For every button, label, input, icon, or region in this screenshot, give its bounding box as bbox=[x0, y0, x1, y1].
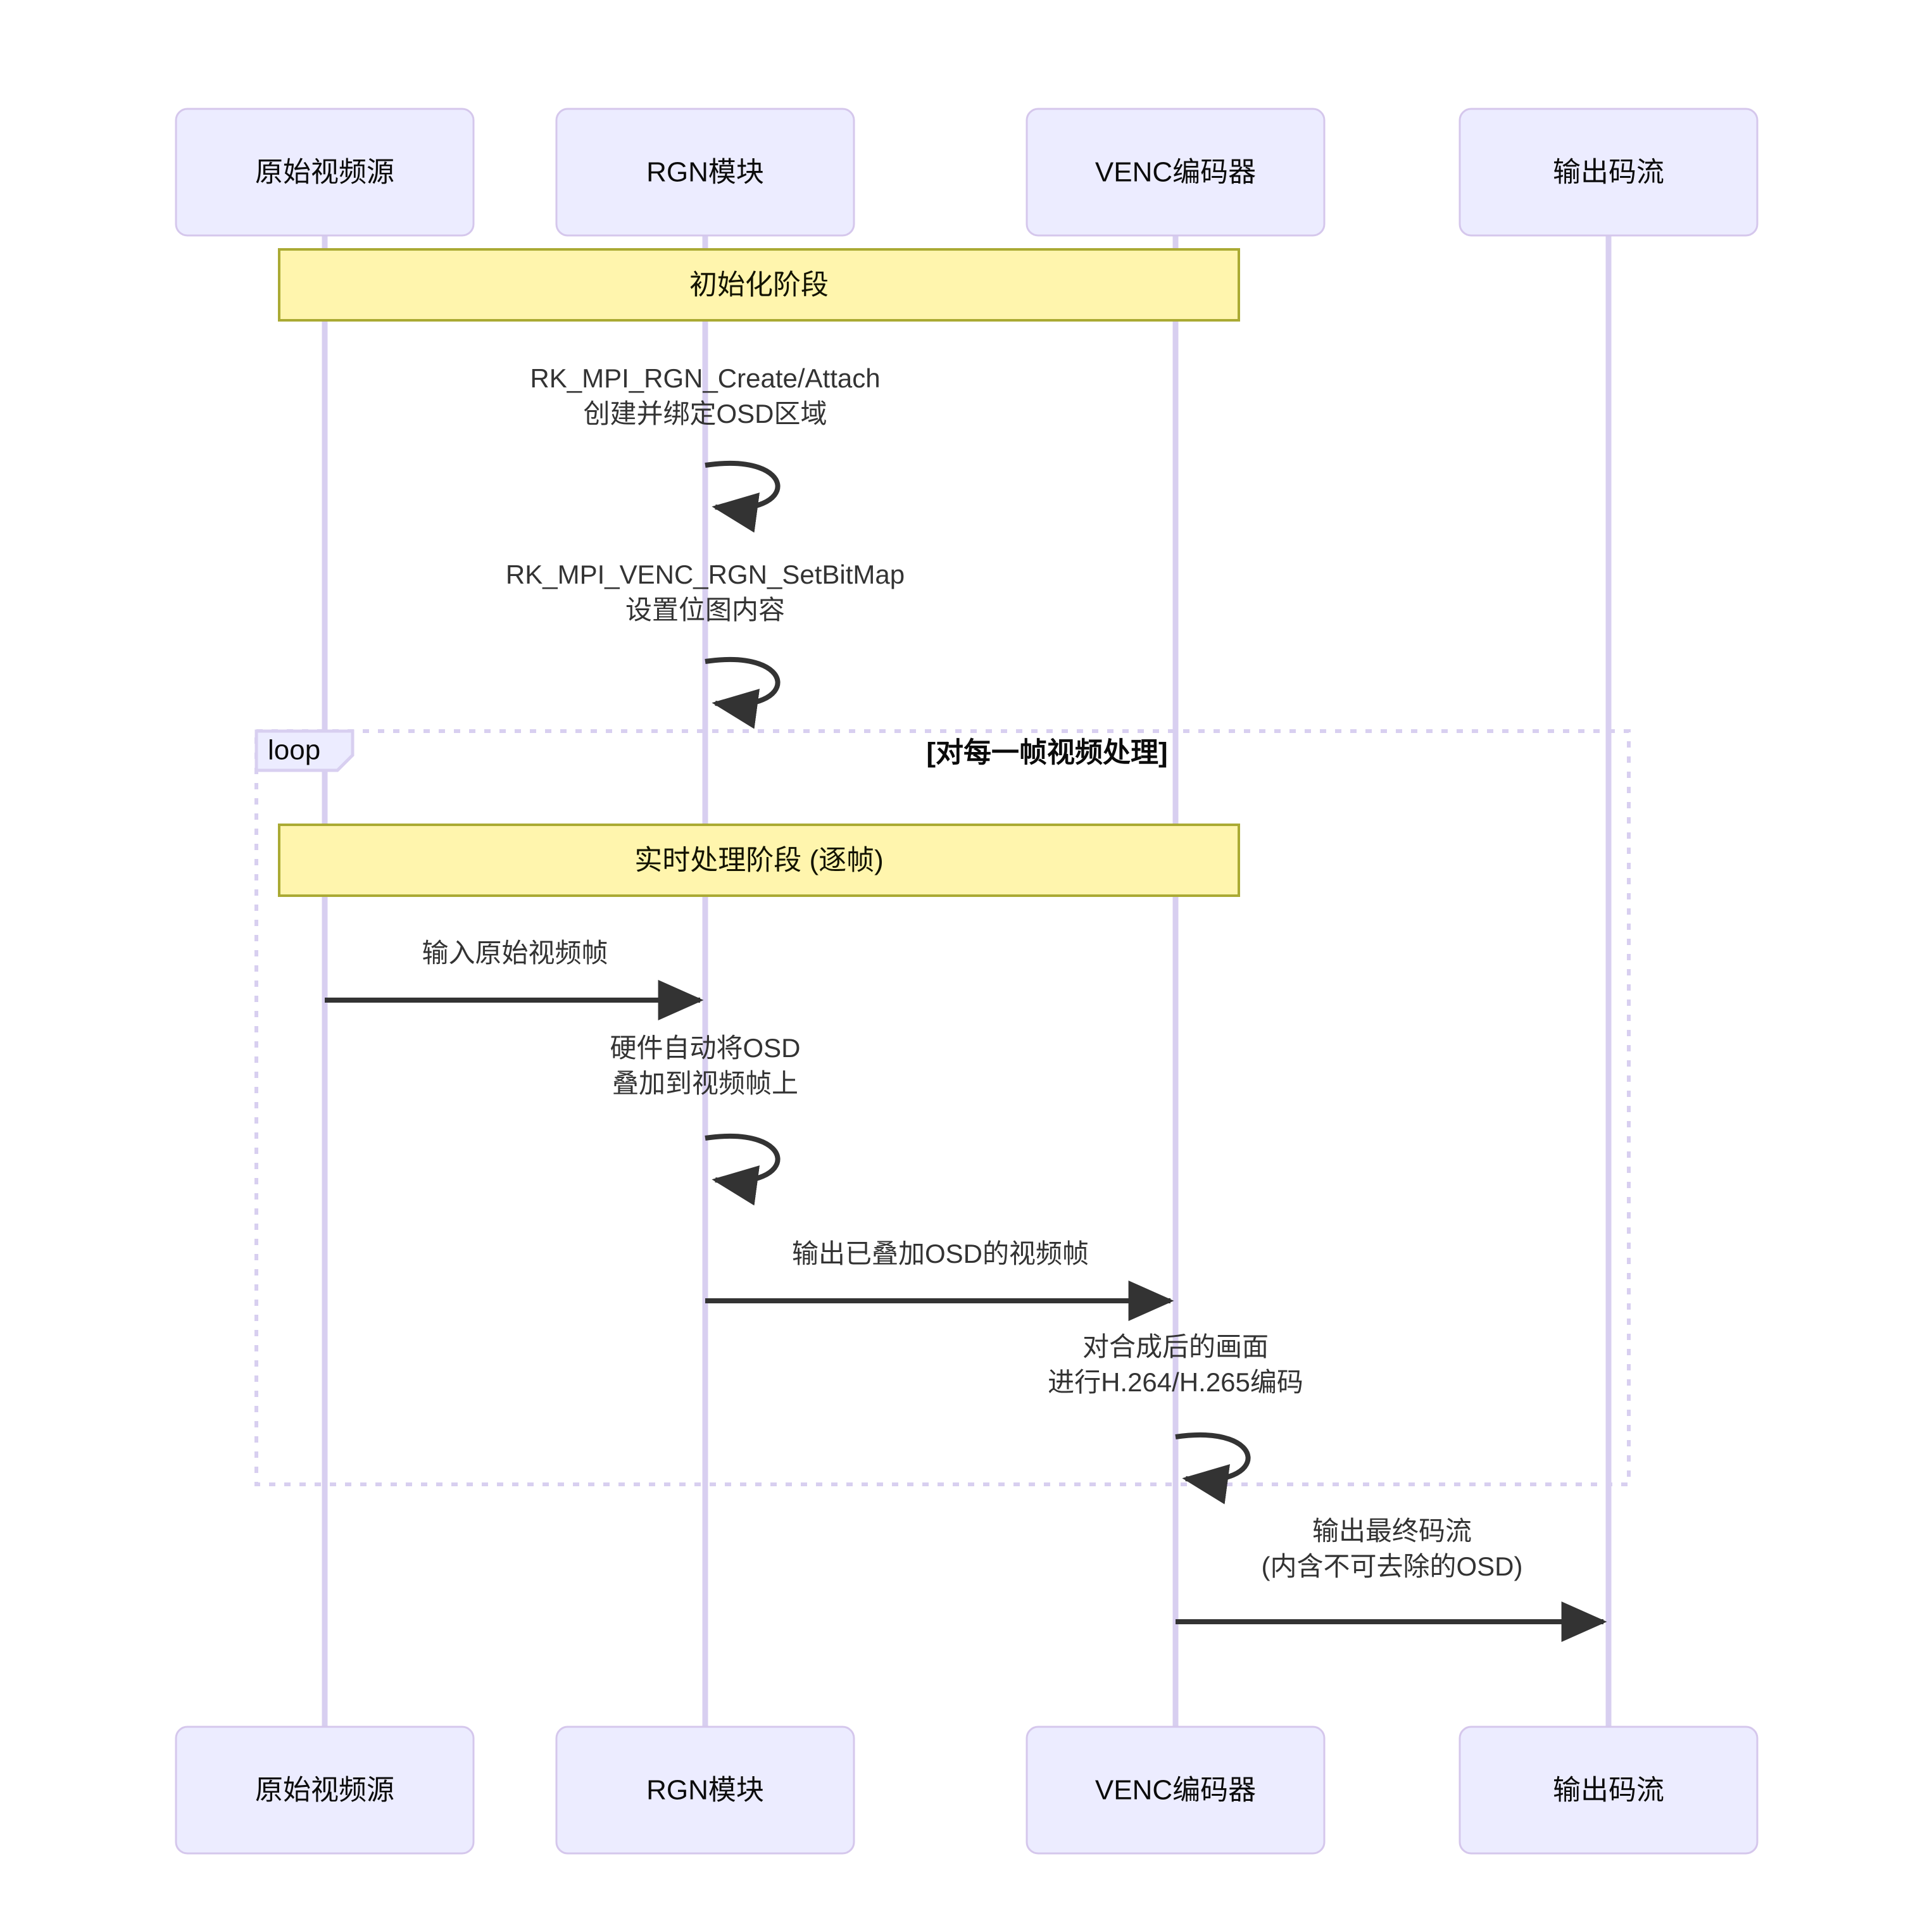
participant-box-venc-top[interactable] bbox=[1026, 108, 1326, 237]
note-init-label: 初始化阶段 bbox=[689, 270, 829, 301]
msg-input-frame-label-line-0: 输入原始视频帧 bbox=[422, 938, 608, 968]
participants-layer: 原始视频源原始视频源RGN模块RGN模块VENC编码器VENC编码器输出码流输出… bbox=[175, 108, 1759, 1855]
note-runtime-label: 实时处理阶段 (逐帧) bbox=[634, 845, 884, 876]
loop-frame-layer: loop [对每一帧视频处理] bbox=[254, 729, 1631, 1486]
loop-tab bbox=[254, 729, 354, 772]
msg-rgn-setbitmap-label-line-0: RK_MPI_VENC_RGN_SetBitMap bbox=[506, 560, 905, 589]
loop-condition-label: [对每一帧视频处理] bbox=[926, 737, 1167, 768]
msg-rgn-create-label-line-0: RK_MPI_RGN_Create/Attach bbox=[530, 363, 880, 393]
msg-input-frame: 输入原始视频帧 bbox=[325, 938, 704, 1020]
msg-final-stream-label-line-0: 输出最终码流 bbox=[1312, 1516, 1472, 1546]
note-init-box bbox=[278, 248, 1240, 322]
participant-label-rgn-top: RGN模块 bbox=[646, 157, 764, 188]
participant-label-rgn-bottom: RGN模块 bbox=[646, 1775, 764, 1806]
msg-rgn-setbitmap-self-loop bbox=[705, 656, 781, 729]
msg-encode-label-line-1: 进行H.264/H.265编码 bbox=[1048, 1367, 1303, 1397]
participant-box-out-top[interactable] bbox=[1458, 108, 1759, 237]
msg-output-osd-frame-label-line-0: 输出已叠加OSD的视频帧 bbox=[792, 1239, 1089, 1269]
msg-encode-self-loop bbox=[1175, 1432, 1251, 1505]
participant-box-src-bottom[interactable] bbox=[175, 1726, 475, 1855]
msg-hw-overlay-label-line-1: 叠加到视频帧上 bbox=[612, 1068, 798, 1098]
participant-label-src-bottom: 原始视频源 bbox=[255, 1775, 394, 1806]
participant-label-out-top: 输出码流 bbox=[1553, 157, 1664, 188]
msg-rgn-create: RK_MPI_RGN_Create/Attach 创建并绑定OSD区域 bbox=[530, 363, 881, 533]
msg-final-stream: 输出最终码流 (内含不可去除的OSD) bbox=[1176, 1516, 1607, 1642]
loop-frame bbox=[254, 729, 1631, 1486]
messages-layer: RK_MPI_RGN_Create/Attach创建并绑定OSD区域RK_MPI… bbox=[325, 363, 1607, 1642]
msg-rgn-setbitmap-label-line-1: 设置位图内容 bbox=[625, 595, 785, 625]
participant-box-out-bottom[interactable] bbox=[1458, 1726, 1759, 1855]
participant-box-src-top[interactable] bbox=[175, 108, 475, 237]
msg-rgn-setbitmap: RK_MPI_VENC_RGN_SetBitMap 设置位图内容 bbox=[506, 560, 905, 729]
participant-label-src-top: 原始视频源 bbox=[255, 157, 394, 188]
msg-hw-overlay-label-line-0: 硬件自动将OSD bbox=[610, 1033, 800, 1063]
loop-tab-label: loop bbox=[268, 735, 320, 766]
msg-final-stream-label-line-1: (内含不可去除的OSD) bbox=[1262, 1551, 1523, 1581]
msg-rgn-create-self-loop bbox=[705, 460, 781, 533]
participant-box-rgn-top[interactable] bbox=[555, 108, 855, 237]
participant-label-venc-bottom: VENC编码器 bbox=[1095, 1775, 1256, 1806]
msg-hw-overlay-self-loop bbox=[705, 1133, 781, 1206]
participant-box-venc-bottom[interactable] bbox=[1026, 1726, 1326, 1855]
participant-label-out-bottom: 输出码流 bbox=[1553, 1775, 1664, 1806]
participant-label-venc-top: VENC编码器 bbox=[1095, 157, 1256, 188]
participant-box-rgn-bottom[interactable] bbox=[555, 1726, 855, 1855]
msg-output-osd-frame: 输出已叠加OSD的视频帧 bbox=[705, 1239, 1174, 1321]
lifelines-layer bbox=[322, 235, 1612, 1727]
note-runtime-box bbox=[278, 824, 1240, 897]
msg-rgn-create-label-line-1: 创建并绑定OSD区域 bbox=[583, 399, 827, 429]
msg-hw-overlay: 硬件自动将OSD 叠加到视频帧上 bbox=[610, 1033, 801, 1206]
msg-encode-label-line-0: 对合成后的画面 bbox=[1082, 1332, 1269, 1362]
